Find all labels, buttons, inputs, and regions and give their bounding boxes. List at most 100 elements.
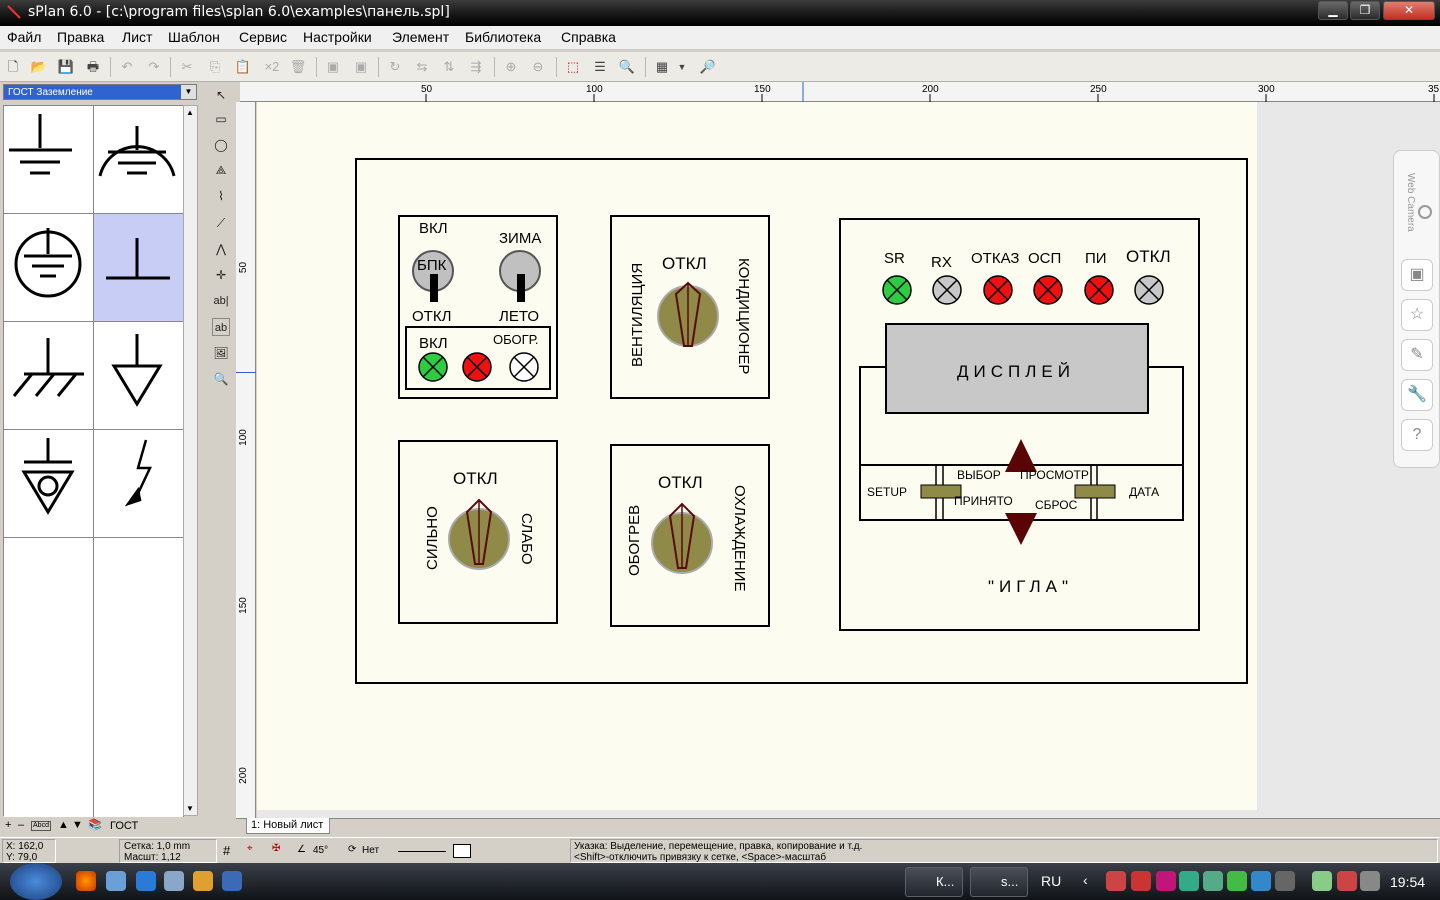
tray-icon[interactable] (1275, 871, 1295, 891)
list-icon[interactable]: ☰ (594, 59, 606, 74)
mirror-v-icon[interactable]: ⇅ (443, 59, 455, 74)
send-back-icon[interactable]: ▣ (354, 59, 368, 74)
delete-icon[interactable]: 🗑 (289, 59, 307, 74)
tray-icon[interactable] (1106, 871, 1126, 891)
tray-icon[interactable] (1227, 871, 1247, 891)
tray-icon[interactable] (1251, 871, 1271, 891)
tray-icon[interactable] (1312, 871, 1332, 891)
grid-icon[interactable]: ▦ (655, 59, 669, 74)
folder-icon[interactable] (164, 871, 184, 891)
ie-icon[interactable] (136, 871, 156, 891)
menu-settings[interactable]: Настройки (303, 29, 372, 45)
symbol-protective-ground[interactable] (4, 214, 94, 322)
snap-value[interactable]: Нет (362, 845, 380, 856)
menu-file[interactable]: Файл (7, 29, 42, 45)
camera-icon[interactable] (1418, 205, 1432, 219)
media-icon[interactable] (193, 871, 213, 891)
taskbar-button-splan[interactable]: s... (970, 867, 1028, 897)
cut-icon[interactable]: ✂ (181, 59, 193, 74)
save-icon[interactable]: 💾 (57, 59, 75, 74)
chevron-down-icon[interactable]: ▼ (677, 62, 687, 72)
menu-element[interactable]: Элемент (392, 29, 450, 45)
language-indicator[interactable]: RU (1041, 873, 1062, 889)
group-icon[interactable]: ⊕ (505, 59, 517, 74)
redo-icon[interactable]: ↷ (148, 59, 160, 74)
ellipse-tool-icon[interactable]: ◯ (214, 138, 228, 152)
tray-icon[interactable] (1156, 871, 1176, 891)
zoom-tool-icon[interactable]: 🔍 (213, 372, 229, 386)
drawing-sheet[interactable]: ВКЛ БПК ОТКЛ ЗИМА ЛЕТО ВКЛ ОБОГР. ОТКЛ В… (257, 102, 1257, 810)
volume-icon[interactable] (1360, 871, 1380, 891)
star-icon[interactable]: ☆ (1401, 299, 1433, 331)
print-icon[interactable]: 🖶 (86, 59, 100, 74)
align-icon[interactable]: ⇶ (470, 59, 482, 74)
minimize-button[interactable]: ▁ (1318, 1, 1348, 20)
symbol-lightning[interactable] (94, 430, 184, 538)
taskbar-button-word[interactable]: К... (905, 867, 963, 897)
line-tool-icon[interactable]: ⟋ (216, 216, 226, 230)
tray-icon[interactable] (1337, 871, 1357, 891)
move-up-icon[interactable]: ▲ (58, 819, 69, 831)
symbol-chassis[interactable] (94, 214, 184, 322)
chevron-down-icon[interactable]: ▼ (181, 85, 196, 99)
symbol-ground-circle[interactable] (4, 430, 94, 538)
new-file-icon[interactable]: 🗋 (7, 59, 19, 74)
bring-front-icon[interactable]: ▣ (326, 59, 340, 74)
move-down-icon[interactable]: ▼ (72, 819, 83, 831)
scroll-down-icon[interactable]: ▼ (186, 804, 194, 813)
tray-icon[interactable] (1203, 871, 1223, 891)
menu-library[interactable]: Библиотека (465, 29, 542, 45)
rectangle-tool-icon[interactable]: ▭ (215, 112, 227, 126)
snap-icon[interactable]: ⌖ (247, 843, 253, 854)
text-tool-icon[interactable]: ab| (213, 295, 229, 307)
clock[interactable]: 19:54 (1390, 874, 1426, 890)
rotate-icon[interactable]: ↻ (389, 59, 401, 74)
copy-icon[interactable]: ⎘ (209, 59, 221, 74)
textbox-tool-icon[interactable]: ab (212, 318, 230, 336)
fill-style-icon[interactable] (453, 844, 471, 858)
tray-icon[interactable] (1179, 871, 1199, 891)
angle-value[interactable]: 45° (313, 845, 329, 856)
select-area-icon[interactable]: ⬚ (566, 59, 580, 74)
contacts-icon[interactable]: ▣ (1401, 259, 1433, 291)
junction-tool-icon[interactable]: ✛ (215, 268, 227, 282)
edit-icon[interactable]: ✎ (1401, 339, 1433, 371)
mirror-h-icon[interactable]: ⇆ (416, 59, 428, 74)
rotate-icon[interactable]: ⟳ (348, 844, 357, 855)
polyline-tool-icon[interactable]: ⋀ (216, 242, 226, 256)
pointer-icon[interactable]: ↖ (215, 88, 227, 102)
tray-icon[interactable] (1131, 871, 1151, 891)
maximize-button[interactable]: ❐ (1350, 1, 1380, 20)
wrench-icon[interactable]: 🔧 (1401, 379, 1433, 411)
chevron-left-icon[interactable]: ‹ (1083, 872, 1088, 888)
menu-help[interactable]: Справка (561, 29, 616, 45)
grid-toggle-icon[interactable]: # (223, 843, 231, 858)
bezier-tool-icon[interactable]: ⌇ (218, 189, 224, 203)
paste-icon[interactable]: 📋 (234, 59, 252, 74)
close-button[interactable]: ✕ (1383, 1, 1435, 20)
add-icon[interactable]: + (5, 819, 12, 831)
menu-sheet[interactable]: Лист (122, 29, 153, 45)
sheet-tab[interactable]: 1: Новый лист (246, 818, 330, 834)
symbol-ground-shielded[interactable] (94, 106, 184, 214)
symbol-ground[interactable] (4, 106, 94, 214)
image-tool-icon[interactable]: 🖼 (213, 346, 229, 360)
menu-edit[interactable]: Правка (57, 29, 105, 45)
angle-icon[interactable]: ∠ (297, 844, 306, 855)
firefox-icon[interactable] (76, 871, 96, 891)
start-button[interactable] (10, 863, 62, 900)
zoom-icon[interactable]: 🔎 (699, 59, 717, 74)
menu-template[interactable]: Шаблон (168, 29, 220, 45)
symbol-signal-ground[interactable] (94, 322, 184, 430)
scroll-up-icon[interactable]: ▲ (186, 108, 194, 117)
magnet-icon[interactable]: ✠ (272, 843, 281, 854)
library-select[interactable]: ГОСТ Заземление ▼ (3, 84, 197, 100)
library-scrollbar[interactable]: ▲ ▼ (183, 105, 198, 816)
polygon-tool-icon[interactable]: ⟁ (215, 163, 227, 177)
duplicate-icon[interactable]: ×2 (264, 59, 280, 74)
desktop-icon[interactable] (222, 871, 242, 891)
help-icon[interactable]: ? (1401, 419, 1433, 451)
remove-icon[interactable]: – (18, 819, 25, 831)
line-style-icon[interactable] (398, 851, 446, 852)
text-icon[interactable]: Abcd (31, 821, 51, 831)
